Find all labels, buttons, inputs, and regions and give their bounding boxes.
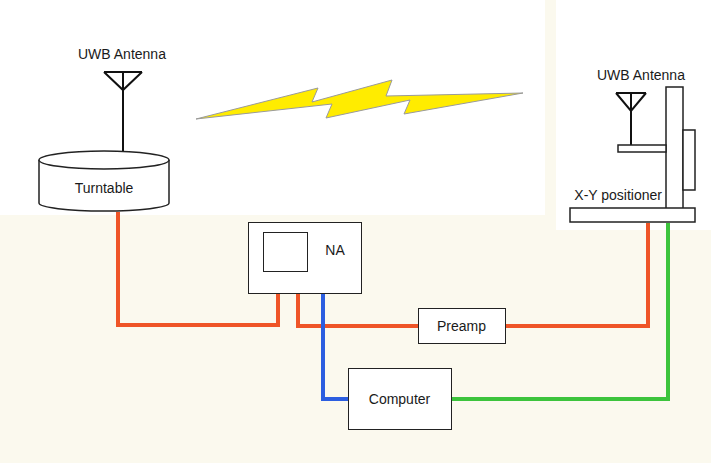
- computer-box: Computer: [348, 368, 452, 430]
- node-label: Preamp: [437, 318, 486, 334]
- node-label: NA: [325, 242, 344, 258]
- cable: [506, 223, 648, 326]
- turntable-cylinder: Turntable: [38, 150, 170, 212]
- node-label: Turntable: [75, 180, 134, 196]
- white-ground: [0, 0, 545, 215]
- cable: [323, 294, 348, 399]
- antenna-label: UWB Antenna: [597, 67, 685, 83]
- xy-positioner: X-Y positioner: [548, 86, 698, 223]
- preamp-box: Preamp: [418, 308, 506, 344]
- network-analyzer-box: NA: [248, 222, 362, 294]
- white-ground: [556, 0, 711, 230]
- display-screen: [263, 232, 308, 272]
- antenna-symbol: [104, 72, 142, 156]
- cable: [298, 294, 418, 326]
- lightning-bolt: [196, 80, 523, 119]
- node-label: X-Y positioner: [574, 187, 662, 203]
- antenna-symbol: [616, 93, 646, 146]
- node-label: Computer: [369, 391, 430, 407]
- antenna-label: UWB Antenna: [78, 46, 166, 62]
